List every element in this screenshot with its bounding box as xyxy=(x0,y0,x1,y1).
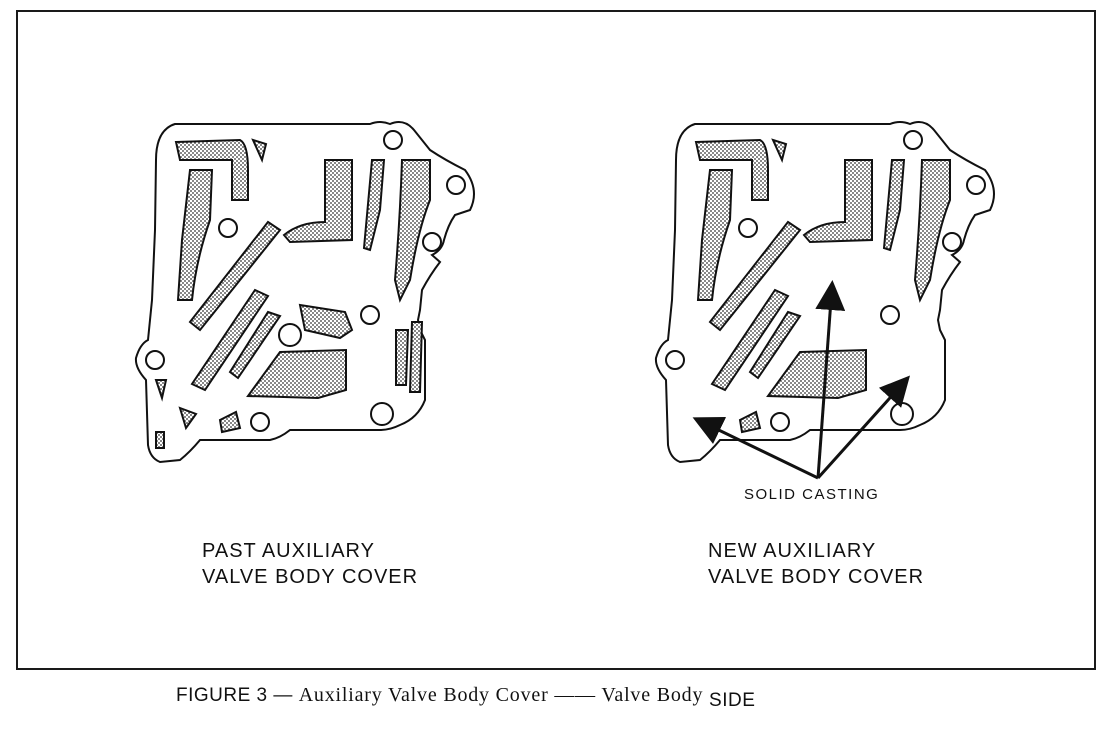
past-hole xyxy=(370,402,394,426)
new-cover-label: NEW AUXILIARY VALVE BODY COVER xyxy=(708,540,925,588)
past-passage xyxy=(176,169,214,301)
past-hole xyxy=(422,232,442,252)
new-passage xyxy=(882,159,906,252)
past-hole xyxy=(250,412,270,432)
new-cover-outline xyxy=(654,121,995,464)
past-passage xyxy=(246,348,347,400)
past-passage xyxy=(251,138,268,164)
past-passage xyxy=(178,406,198,431)
past-passage xyxy=(395,329,410,386)
new-hole xyxy=(665,350,685,370)
past-passage xyxy=(190,288,270,392)
past-cover-outline xyxy=(134,121,475,464)
new-passage xyxy=(738,410,762,434)
past-passage xyxy=(408,321,424,393)
figure-frame xyxy=(16,10,1096,670)
new-valve-body-cover xyxy=(654,121,995,464)
new-hole xyxy=(880,305,900,325)
arrow-left xyxy=(692,416,819,480)
past-hole xyxy=(360,305,380,325)
past-valve-body-cover xyxy=(134,121,475,464)
past-hole xyxy=(278,323,302,347)
past-hole xyxy=(218,218,238,238)
new-hole xyxy=(942,232,962,252)
new-passage xyxy=(696,169,734,301)
past-passage xyxy=(362,159,386,252)
past-passage xyxy=(174,138,249,201)
past-hole xyxy=(446,175,466,195)
new-passage xyxy=(748,310,802,380)
solid-casting-label: SOLID CASTING xyxy=(744,486,880,503)
past-passage xyxy=(218,410,242,434)
caption-figure-number: FIGURE 3 — xyxy=(176,685,299,706)
new-passage xyxy=(802,159,873,244)
new-hole xyxy=(903,130,923,150)
arrow-right xyxy=(816,375,911,480)
new-passage xyxy=(766,348,867,400)
new-passage xyxy=(708,220,802,332)
past-passage xyxy=(282,159,353,244)
new-passage xyxy=(710,288,790,392)
past-hole xyxy=(145,350,165,370)
new-passage xyxy=(771,138,788,164)
new-hole xyxy=(890,402,914,426)
caption-side: SIDE xyxy=(709,690,756,711)
past-passage xyxy=(154,379,168,402)
caption-title: Auxiliary Valve Body Cover —— Valve Body xyxy=(298,684,710,706)
past-passage xyxy=(155,431,165,449)
past-passage xyxy=(228,310,282,380)
past-passage xyxy=(188,220,282,332)
new-passage xyxy=(694,138,769,201)
new-hole xyxy=(966,175,986,195)
solid-casting-arrows xyxy=(692,280,911,480)
new-hole xyxy=(738,218,758,238)
past-hole xyxy=(383,130,403,150)
arrow-up xyxy=(815,280,846,479)
past-passage xyxy=(393,159,431,303)
past-passage xyxy=(298,303,354,340)
figure-caption: FIGURE 3 — Auxiliary Valve Body Cover ——… xyxy=(176,684,755,711)
past-cover-label: PAST AUXILIARY VALVE BODY COVER xyxy=(202,540,419,588)
new-hole xyxy=(770,412,790,432)
new-passage xyxy=(913,159,951,303)
